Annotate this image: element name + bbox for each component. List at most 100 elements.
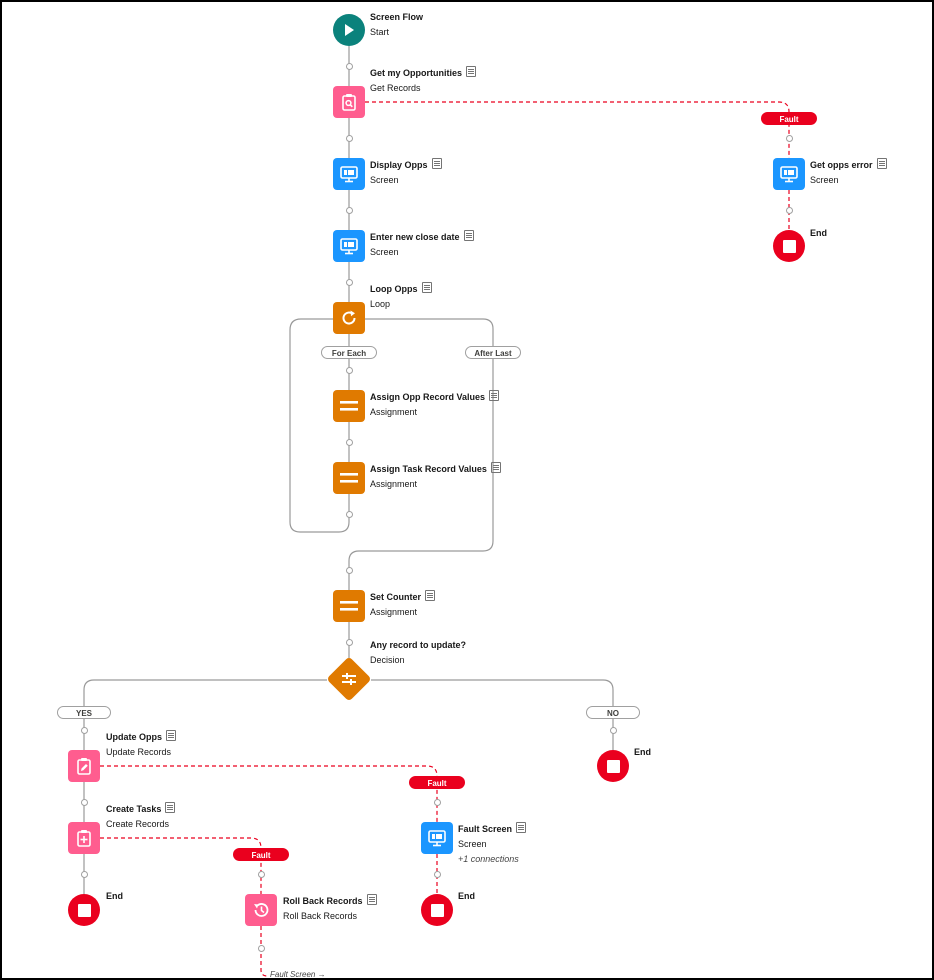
connector-dot[interactable] xyxy=(346,279,353,286)
connections-count[interactable]: +1 connections xyxy=(458,854,519,864)
connector-dot[interactable] xyxy=(434,799,441,806)
node-type: Start xyxy=(370,27,390,37)
clipboard-edit-icon xyxy=(77,758,91,775)
node-type: Assignment xyxy=(370,407,418,417)
clipboard-search-icon xyxy=(342,94,356,111)
connector-dot[interactable] xyxy=(434,871,441,878)
description-icon[interactable] xyxy=(165,802,176,813)
connector-dot[interactable] xyxy=(346,567,353,574)
node-title: Get opps error xyxy=(810,160,873,170)
node-title: Loop Opps xyxy=(370,284,418,294)
roll-back-records-node[interactable] xyxy=(245,894,277,926)
node-type: Decision xyxy=(370,655,405,665)
node-type: Roll Back Records xyxy=(283,911,358,921)
update-opps-node[interactable] xyxy=(68,750,100,782)
enter-close-date-node[interactable] xyxy=(333,230,365,262)
connector-dot[interactable] xyxy=(346,367,353,374)
get-opps-error-node[interactable] xyxy=(773,158,805,190)
connector-dot[interactable] xyxy=(346,63,353,70)
connector-dot[interactable] xyxy=(346,439,353,446)
yes-outcome-pill[interactable]: YES xyxy=(57,706,111,719)
set-counter-label: Set Counter Assignment xyxy=(370,590,436,620)
history-icon xyxy=(254,903,269,917)
description-icon[interactable] xyxy=(431,158,442,169)
screen-icon xyxy=(780,166,798,183)
equals-icon xyxy=(340,401,358,411)
node-title: Any record to update? xyxy=(370,640,467,650)
connector-dot[interactable] xyxy=(81,727,88,734)
create-tasks-node[interactable] xyxy=(68,822,100,854)
connector-dot[interactable] xyxy=(81,871,88,878)
screen-icon xyxy=(428,830,446,847)
node-title: End xyxy=(458,891,475,901)
end-label: End xyxy=(810,226,827,241)
connector-dot[interactable] xyxy=(258,945,265,952)
connector-dot[interactable] xyxy=(346,511,353,518)
clipboard-add-icon xyxy=(77,830,91,847)
connector-dot[interactable] xyxy=(346,639,353,646)
connector-after-last xyxy=(348,318,494,590)
node-title: End xyxy=(106,891,123,901)
connector-dot[interactable] xyxy=(81,799,88,806)
get-opps-error-label: Get opps error Screen xyxy=(810,158,887,188)
loop-opps-label: Loop Opps Loop xyxy=(370,282,432,312)
set-counter-node[interactable] xyxy=(333,590,365,622)
node-title: Get my Opportunities xyxy=(370,68,463,78)
end-node-no[interactable] xyxy=(597,750,629,782)
description-icon[interactable] xyxy=(425,590,436,601)
display-opps-label: Display Opps Screen xyxy=(370,158,442,188)
no-outcome-pill[interactable]: NO xyxy=(586,706,640,719)
for-each-pill[interactable]: For Each xyxy=(321,346,377,359)
connector-dot[interactable] xyxy=(786,135,793,142)
fault-screen-link[interactable]: Fault Screen → xyxy=(270,970,326,979)
roll-back-records-label: Roll Back Records Roll Back Records xyxy=(283,894,377,924)
assign-opp-node[interactable] xyxy=(333,390,365,422)
end-node-fault[interactable] xyxy=(421,894,453,926)
description-icon[interactable] xyxy=(516,822,527,833)
node-title: End xyxy=(810,228,827,238)
description-icon[interactable] xyxy=(466,66,477,77)
get-opportunities-node[interactable] xyxy=(333,86,365,118)
fault-pill-get-records[interactable]: Fault xyxy=(761,112,817,125)
connector-dot[interactable] xyxy=(786,207,793,214)
loop-opps-node[interactable] xyxy=(333,302,365,334)
assign-task-label: Assign Task Record Values Assignment xyxy=(370,462,501,492)
after-last-pill[interactable]: After Last xyxy=(465,346,521,359)
node-title: Fault Screen xyxy=(458,824,513,834)
screen-icon xyxy=(340,238,358,255)
assign-task-node[interactable] xyxy=(333,462,365,494)
fault-connector-update xyxy=(100,765,438,822)
fault-screen-node[interactable] xyxy=(421,822,453,854)
description-icon[interactable] xyxy=(876,158,887,169)
start-node[interactable] xyxy=(333,14,365,46)
node-title: Create Tasks xyxy=(106,804,162,814)
node-title: Set Counter xyxy=(370,592,422,602)
node-type: Assignment xyxy=(370,479,418,489)
description-icon[interactable] xyxy=(366,894,377,905)
node-title: Assign Task Record Values xyxy=(370,464,487,474)
connector-dot[interactable] xyxy=(610,727,617,734)
screen-icon xyxy=(340,166,358,183)
end-label: End xyxy=(634,745,651,760)
node-title: Screen Flow xyxy=(370,12,424,22)
description-icon[interactable] xyxy=(463,230,474,241)
description-icon[interactable] xyxy=(166,730,177,741)
node-type: Get Records xyxy=(370,83,421,93)
node-title: Enter new close date xyxy=(370,232,460,242)
description-icon[interactable] xyxy=(490,462,501,473)
description-icon[interactable] xyxy=(489,390,500,401)
connector-dot[interactable] xyxy=(258,871,265,878)
display-opps-node[interactable] xyxy=(333,158,365,190)
description-icon[interactable] xyxy=(421,282,432,293)
fault-pill-create-records[interactable]: Fault xyxy=(233,848,289,861)
get-opportunities-label: Get my Opportunities Get Records xyxy=(370,66,477,96)
node-type: Update Records xyxy=(106,747,172,757)
node-type: Screen xyxy=(370,247,399,257)
equals-icon xyxy=(340,601,358,611)
end-node-error[interactable] xyxy=(773,230,805,262)
connector-dot[interactable] xyxy=(346,207,353,214)
fault-pill-update-records[interactable]: Fault xyxy=(409,776,465,789)
connector-dot[interactable] xyxy=(346,135,353,142)
end-node-tasks[interactable] xyxy=(68,894,100,926)
